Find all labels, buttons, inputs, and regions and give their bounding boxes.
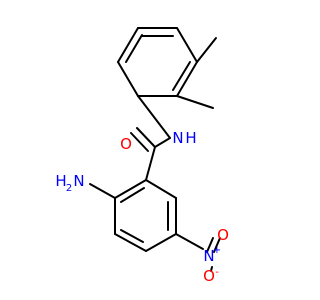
bond: [137, 95, 171, 139]
bond: [145, 146, 156, 181]
bond: [213, 237, 221, 253]
amide-hydrogen-label: H: [185, 129, 196, 147]
nitro-oxygen-negative-charge: -: [215, 267, 219, 278]
bond: [117, 61, 139, 97]
nitro-oxygen-top-label: O: [217, 226, 229, 244]
bond: [136, 127, 156, 148]
amide-oxygen-label: O: [120, 135, 132, 153]
bond: [196, 37, 217, 63]
atom-labels: O N H H 2 N N + O O -: [55, 129, 229, 285]
structure-canvas: O N H H 2 N N + O O -: [55, 27, 229, 285]
bond: [117, 27, 139, 63]
nitro-oxygen-negative-label: O: [203, 267, 215, 285]
bonds: [89, 27, 221, 272]
bond: [145, 233, 177, 252]
bond: [176, 61, 198, 97]
nitro-nitrogen-charge: +: [213, 245, 221, 256]
bond: [125, 34, 143, 63]
bond: [130, 132, 149, 152]
bond: [154, 137, 171, 148]
amino-hydrogen-count: 2: [66, 183, 72, 194]
bond: [89, 183, 116, 199]
bond: [120, 187, 145, 203]
amide-nitrogen-label: N: [172, 129, 183, 147]
bond: [172, 61, 191, 91]
bond: [176, 27, 198, 63]
bond: [114, 179, 147, 199]
bond: [210, 266, 213, 272]
bond: [206, 237, 214, 253]
bond: [175, 233, 204, 250]
amino-hydrogen-label: H: [55, 172, 66, 190]
bond: [114, 233, 147, 252]
bond: [176, 95, 214, 109]
nitro-nitrogen-label: N: [203, 247, 214, 265]
amino-nitrogen-label: N: [73, 172, 84, 190]
bond: [145, 179, 177, 199]
bond: [120, 229, 144, 243]
